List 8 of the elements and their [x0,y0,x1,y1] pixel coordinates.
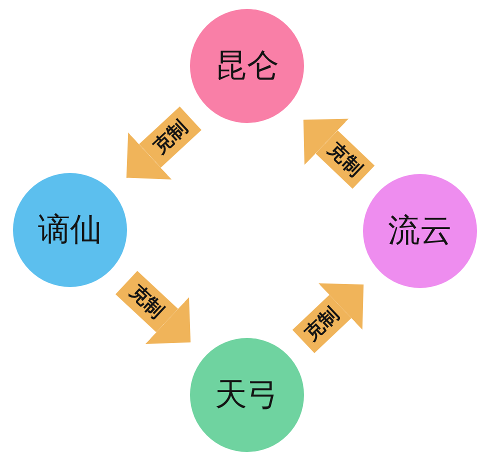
edge-label: 克制 [125,280,168,323]
edge-label: 克制 [300,302,344,346]
node-label: 流云 [388,213,452,249]
node-label: 天弓 [215,377,279,413]
edge-label: 克制 [148,116,192,158]
edge-label: 克制 [324,138,366,181]
node-label: 昆仑 [215,48,279,84]
node-label: 谪仙 [38,212,102,248]
